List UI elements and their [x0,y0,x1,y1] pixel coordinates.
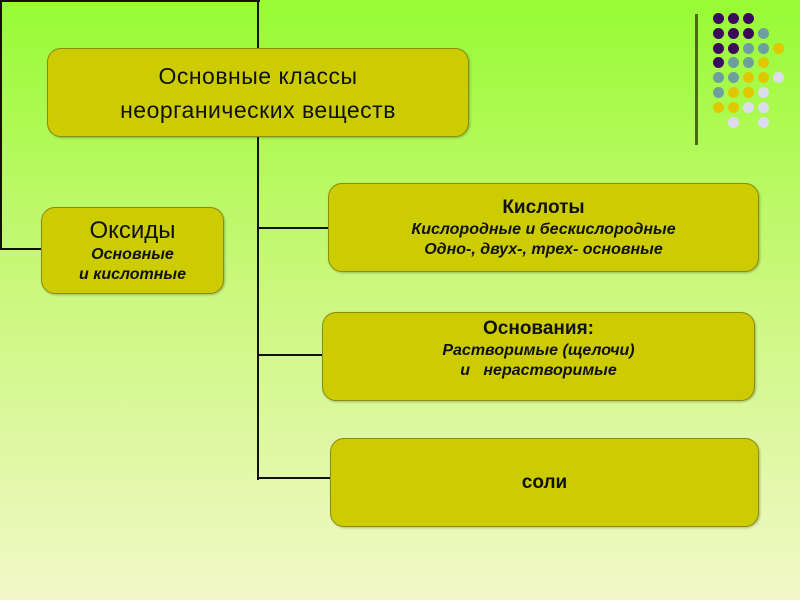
decorative-dot [713,87,724,98]
decorative-dot [728,72,739,84]
oxides-title: Оксиды [89,216,176,244]
decorative-dot [743,13,754,24]
connector-trunk [257,0,259,480]
decorative-dot [758,42,769,54]
decorative-dot [773,42,784,54]
decorative-bar [695,14,698,145]
decorative-dot [713,57,724,69]
decorative-dot [728,57,739,69]
decorative-dot [713,101,724,113]
bases-title: Основания: [483,318,594,339]
decorative-dot [758,116,769,128]
decorative-dot [728,101,739,113]
decorative-dot [713,13,724,24]
main-title-line1: Основные классы [158,62,358,89]
decorative-dot [713,72,724,84]
acids-title: Кислоты [502,196,585,218]
decorative-dot [758,27,769,39]
decorative-dot [743,27,754,39]
decorative-dot [743,101,754,113]
connector-salts [257,477,331,479]
decorative-dot [713,27,724,39]
decorative-dot [728,13,739,24]
main-class-box: Основные классы неорганических веществ [47,48,469,137]
connector-top [0,0,260,2]
decorative-dot [758,57,769,69]
decorative-dot [728,116,739,128]
decorative-dot [773,72,784,84]
bases-line2: и нерастворимые [460,362,617,379]
decorative-dot [743,72,754,84]
connector-left [0,0,2,250]
decorative-dot [758,72,769,84]
oxides-box: Оксиды Основные и кислотные [41,207,224,294]
connector-bases [257,354,323,356]
decorative-dot [728,87,739,98]
decorative-dot [743,57,754,69]
decorative-dot [713,42,724,54]
oxides-line2: и кислотные [79,265,186,283]
connector-oxides [0,248,42,250]
acids-line1: Кислородные и бескислородные [411,220,676,238]
bases-line1: Растворимые (щелочи) [442,342,635,359]
main-title-line2: неорганических веществ [120,96,396,123]
connector-acids [257,227,329,229]
bases-box: Основания: Растворимые (щелочи) и нераст… [322,312,755,401]
decorative-dot [758,101,769,113]
acids-line2: Одно-, двух-, трех- основные [424,240,663,258]
acids-box: Кислоты Кислородные и бескислородные Одн… [328,183,759,272]
decorative-dot [743,42,754,54]
salts-title: соли [521,471,568,493]
decorative-dot [728,42,739,54]
decorative-dot [758,87,769,98]
decorative-dot [728,27,739,39]
oxides-line1: Основные [91,245,174,263]
salts-box: соли [330,438,759,527]
decorative-dot [743,87,754,98]
